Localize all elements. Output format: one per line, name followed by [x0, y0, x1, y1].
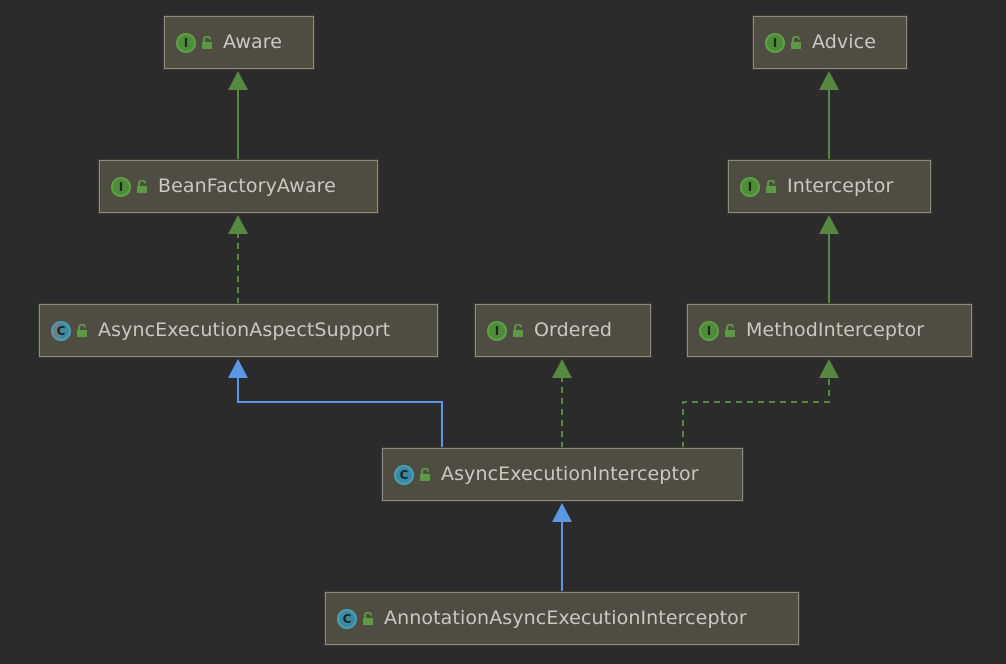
node-label: Aware	[223, 31, 282, 53]
interface-icon: I	[699, 320, 719, 341]
public-lock-icon	[766, 179, 776, 193]
arrowhead-extends-interface	[228, 71, 248, 90]
arrowhead-extends-interface	[819, 71, 839, 90]
node-label: MethodInterceptor	[746, 319, 925, 341]
node-ordered[interactable]: I Ordered	[475, 304, 651, 357]
arrowhead-extends-class	[228, 359, 248, 378]
node-label: Advice	[812, 31, 876, 53]
class-icon: C	[394, 464, 414, 485]
node-label: AsyncExecutionInterceptor	[441, 463, 699, 485]
node-bean-factory-aware[interactable]: I BeanFactoryAware	[99, 160, 378, 213]
public-lock-icon	[363, 611, 373, 625]
interface-icon: I	[111, 176, 131, 197]
class-icon: C	[337, 608, 357, 629]
arrowhead-implements	[228, 215, 248, 234]
public-lock-icon	[77, 323, 87, 337]
node-advice[interactable]: I Advice	[753, 16, 907, 69]
interface-icon: I	[176, 32, 196, 53]
public-lock-icon	[137, 179, 147, 193]
arrowhead-implements	[552, 359, 572, 378]
node-async-execution-aspect-support[interactable]: C AsyncExecutionAspectSupport	[39, 304, 438, 357]
node-annotation-async-execution-interceptor[interactable]: C AnnotationAsyncExecutionInterceptor	[325, 592, 799, 645]
node-label: AsyncExecutionAspectSupport	[98, 319, 391, 341]
node-label: Interceptor	[787, 175, 894, 197]
interface-icon: I	[740, 176, 760, 197]
node-aware[interactable]: I Aware	[164, 16, 314, 69]
interface-icon: I	[487, 320, 507, 341]
public-lock-icon	[420, 467, 430, 481]
node-async-execution-interceptor[interactable]: C AsyncExecutionInterceptor	[382, 448, 743, 501]
public-lock-icon	[202, 35, 212, 49]
arrowhead-extends-class	[552, 503, 572, 522]
node-interceptor[interactable]: I Interceptor	[728, 160, 931, 213]
node-label: AnnotationAsyncExecutionInterceptor	[384, 607, 747, 629]
arrowhead-extends-interface	[819, 215, 839, 234]
edge-implements-async-execution-interceptor-to-method-interceptor	[682, 378, 830, 448]
node-label: BeanFactoryAware	[158, 175, 336, 197]
edge-extends-class-async-execution-interceptor-to-async-execution-aspect-support	[237, 378, 443, 448]
node-method-interceptor[interactable]: I MethodInterceptor	[687, 304, 972, 357]
public-lock-icon	[725, 323, 735, 337]
interface-icon: I	[765, 32, 785, 53]
public-lock-icon	[513, 323, 523, 337]
public-lock-icon	[791, 35, 801, 49]
node-label: Ordered	[534, 319, 613, 341]
abstract-class-icon: C	[51, 320, 71, 341]
arrowhead-implements	[819, 359, 839, 378]
